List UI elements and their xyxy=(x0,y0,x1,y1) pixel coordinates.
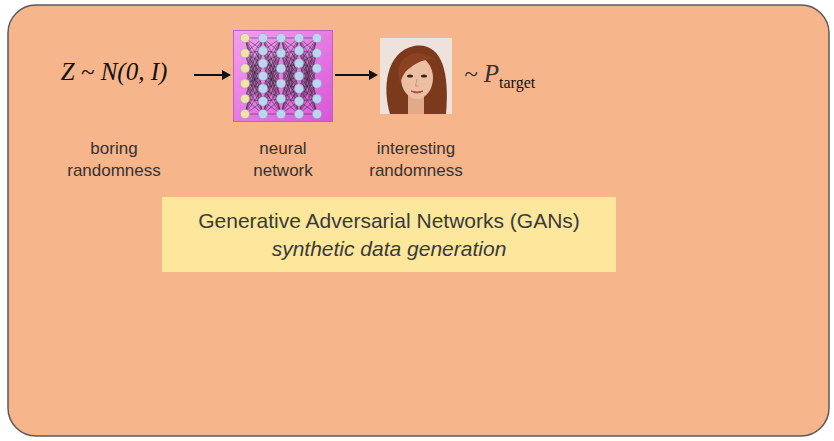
title-box: Generative Adversarial Networks (GANs)sy… xyxy=(162,197,616,272)
network-neuron xyxy=(258,71,267,80)
network-neuron xyxy=(294,71,303,80)
network-neuron xyxy=(240,64,249,73)
caption-text: interesting randomness xyxy=(366,138,466,182)
network-neuron xyxy=(276,109,285,118)
network-neuron xyxy=(276,49,285,58)
arrow-head xyxy=(369,70,378,80)
neural-network-icon xyxy=(233,30,333,122)
eye-left xyxy=(407,74,413,77)
network-neuron xyxy=(276,79,285,88)
network-neuron xyxy=(312,79,321,88)
network-neuron xyxy=(294,59,303,68)
network-neuron xyxy=(312,49,321,58)
network-neuron xyxy=(240,33,249,42)
network-neuron xyxy=(312,109,321,118)
nose xyxy=(416,79,419,86)
network-neuron xyxy=(294,84,303,93)
network-neuron xyxy=(258,33,267,42)
network-neuron xyxy=(312,94,321,103)
network-neuron xyxy=(294,46,303,55)
network-neuron xyxy=(258,84,267,93)
network-neuron xyxy=(294,109,303,118)
arrow-shaft xyxy=(335,74,370,76)
network-neuron xyxy=(258,46,267,55)
flow-arrow xyxy=(335,70,378,80)
distribution-symbol: ~ P xyxy=(464,60,499,87)
caption-text: neural network xyxy=(233,138,333,182)
network-neuron xyxy=(276,33,285,42)
diagram-stage: ~ Ptargetinteresting randomness xyxy=(380,38,580,180)
diagram-stage: Z ~ N(0, I) boring randomness xyxy=(36,50,192,180)
distribution-formula: Z ~ N(0, I) xyxy=(36,58,192,86)
subscript-text: target xyxy=(499,74,535,91)
photo-ground xyxy=(380,38,452,114)
face-photo xyxy=(380,38,452,114)
diagram-stage: neural network xyxy=(233,30,333,180)
title-text: Generative Adversarial Networks (GANs) xyxy=(198,207,580,235)
flow-arrow xyxy=(194,70,231,80)
lips xyxy=(411,91,423,93)
eye-right xyxy=(421,74,427,77)
network-neuron xyxy=(240,79,249,88)
panel-rect xyxy=(8,5,829,436)
arrow-shaft xyxy=(194,74,223,76)
network-neuron xyxy=(240,49,249,58)
network-neuron xyxy=(294,33,303,42)
network-neuron xyxy=(276,64,285,73)
arrow-head xyxy=(222,70,231,80)
target-formula: ~ Ptarget xyxy=(464,60,535,92)
network-neuron xyxy=(258,59,267,68)
network-neuron xyxy=(240,94,249,103)
network-neuron xyxy=(240,109,249,118)
network-neuron xyxy=(312,64,321,73)
network-background xyxy=(234,31,333,122)
network-neuron xyxy=(276,94,285,103)
hair-back xyxy=(386,46,446,114)
network-neuron xyxy=(258,109,267,118)
network-neuron xyxy=(294,97,303,106)
subtitle-text: synthetic data generation xyxy=(272,235,507,263)
network-neuron xyxy=(258,97,267,106)
network-neuron xyxy=(312,33,321,42)
caption-text: boring randomness xyxy=(64,138,164,182)
